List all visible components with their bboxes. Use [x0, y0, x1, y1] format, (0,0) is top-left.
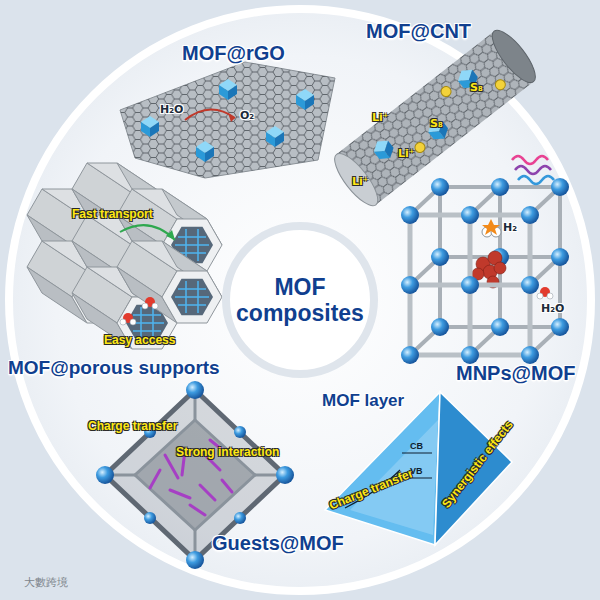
ion-label: Li⁺ [372, 112, 389, 124]
section-title: MOF@rGO [182, 42, 285, 64]
molecule-label: H₂O [160, 104, 183, 116]
band-label: VB [410, 467, 423, 477]
carbon-nanotube [328, 24, 542, 211]
feature-label: Strong interaction [176, 446, 279, 459]
ion-label: S₈ [470, 82, 483, 94]
mof-lattice [401, 156, 569, 364]
section-title: MNPs@MOF [456, 362, 576, 384]
molecule-label: H₂ [503, 222, 517, 234]
section-title: MOF@porous supports [8, 358, 220, 379]
feature-label: Charge transfer [88, 420, 177, 433]
feature-label: Fast transport [72, 208, 153, 221]
ion-label: Li⁺ [352, 176, 369, 188]
outer-ring [9, 9, 591, 591]
molecule-label: H₂O [541, 303, 564, 315]
mof-layer-pyramid [325, 392, 512, 545]
graphene-sheet [120, 62, 335, 178]
watermark: 大數跨境 [24, 576, 68, 588]
section-title: MOF@CNT [366, 20, 471, 42]
band-label: CB [410, 442, 423, 452]
section-title: Guests@MOF [212, 532, 344, 554]
section-title: MOF layer [322, 392, 404, 411]
ion-label: S₈ [430, 118, 443, 130]
porous-support [27, 163, 222, 349]
center-title: MOF composites [234, 274, 366, 327]
ion-label: Li⁺ [398, 148, 415, 160]
molecule-label: O₂ [240, 110, 254, 122]
center-circle: MOF composites [222, 222, 378, 378]
feature-label: Easy access [104, 334, 175, 347]
